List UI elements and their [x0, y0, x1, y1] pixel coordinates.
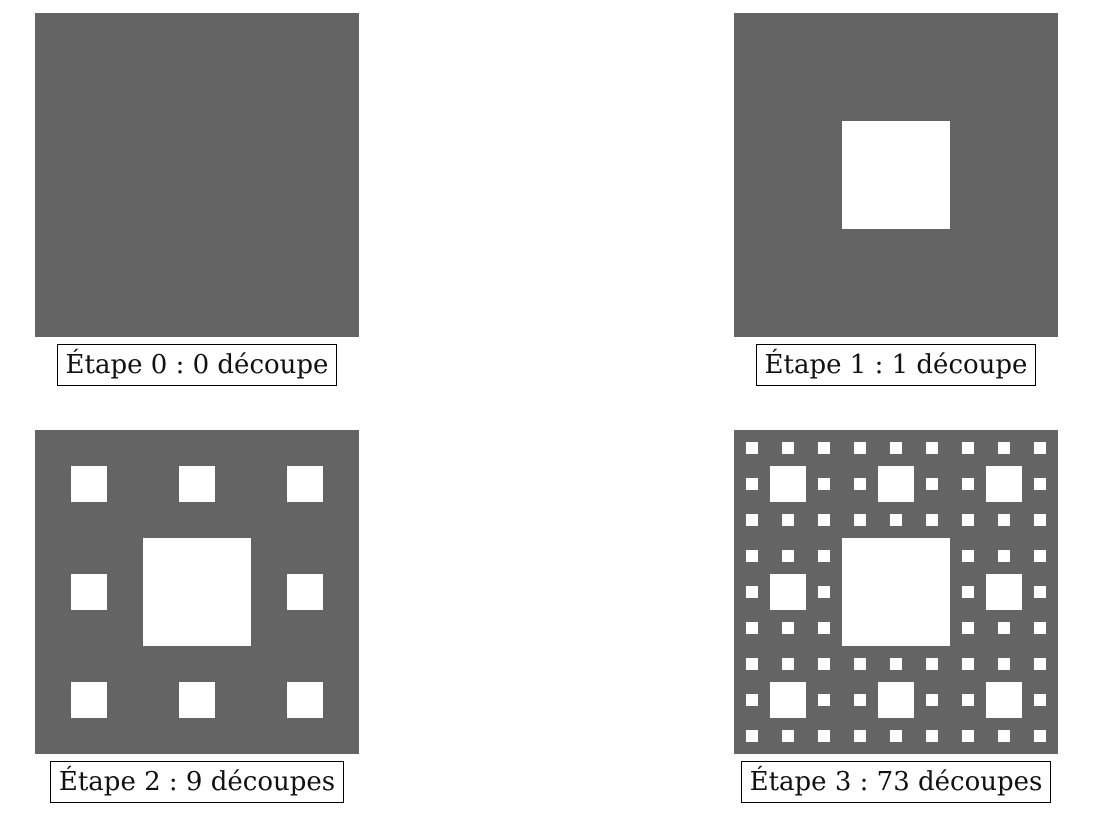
cut-square	[998, 550, 1010, 562]
cut-square	[962, 658, 974, 670]
cut-square	[746, 442, 758, 454]
cut-square	[854, 514, 866, 526]
cut-square	[782, 730, 794, 742]
stage-2-panel: Étape 2 : 9 découpes	[35, 430, 359, 803]
cut-square	[998, 658, 1010, 670]
cut-square	[71, 466, 107, 502]
cut-square	[782, 550, 794, 562]
cut-square	[890, 730, 902, 742]
cut-square	[782, 658, 794, 670]
cut-square	[890, 514, 902, 526]
cut-square	[818, 658, 830, 670]
cut-square	[890, 442, 902, 454]
cut-square	[962, 730, 974, 742]
cut-square	[818, 478, 830, 490]
cut-square	[1034, 514, 1046, 526]
cut-square	[287, 466, 323, 502]
cut-square	[986, 682, 1022, 718]
cut-square	[878, 466, 914, 502]
stage-1-caption: Étape 1 : 1 découpe	[755, 344, 1037, 386]
cut-square	[998, 730, 1010, 742]
cut-square	[842, 121, 950, 229]
cut-square	[854, 730, 866, 742]
cut-square	[998, 514, 1010, 526]
cut-square	[746, 694, 758, 706]
cut-square	[1034, 658, 1046, 670]
cut-square	[854, 442, 866, 454]
cut-square	[926, 514, 938, 526]
sierpinski-carpet-stage-1	[734, 13, 1058, 337]
cut-square	[818, 694, 830, 706]
cut-square	[71, 574, 107, 610]
cut-square	[179, 682, 215, 718]
cut-square	[998, 442, 1010, 454]
cut-square	[782, 622, 794, 634]
cut-square	[854, 658, 866, 670]
cut-square	[287, 574, 323, 610]
cut-square	[842, 538, 950, 646]
stage-1-panel: Étape 1 : 1 découpe	[734, 13, 1058, 386]
cut-square	[818, 586, 830, 598]
cut-square	[962, 694, 974, 706]
cut-square	[1034, 478, 1046, 490]
cut-square	[179, 466, 215, 502]
cut-square	[854, 478, 866, 490]
cut-square	[890, 658, 902, 670]
cut-square	[878, 682, 914, 718]
cut-square	[926, 478, 938, 490]
cut-square	[770, 682, 806, 718]
stage-3-caption: Étape 3 : 73 découpes	[740, 761, 1052, 803]
cut-square	[962, 550, 974, 562]
cut-square	[926, 730, 938, 742]
cut-square	[818, 550, 830, 562]
stage-2-caption: Étape 2 : 9 découpes	[49, 761, 345, 803]
cut-square	[782, 442, 794, 454]
cut-square	[998, 622, 1010, 634]
cut-square	[962, 478, 974, 490]
cut-square	[854, 694, 866, 706]
cut-square	[818, 730, 830, 742]
cut-square	[746, 586, 758, 598]
cut-square	[746, 550, 758, 562]
cut-square	[770, 466, 806, 502]
cut-square	[746, 730, 758, 742]
sierpinski-carpet-stage-3	[734, 430, 1058, 754]
stage-0-caption: Étape 0 : 0 découpe	[56, 344, 338, 386]
cut-square	[926, 694, 938, 706]
cut-square	[962, 622, 974, 634]
cut-square	[746, 514, 758, 526]
cut-square	[746, 658, 758, 670]
cut-square	[746, 478, 758, 490]
cut-square	[1034, 730, 1046, 742]
cut-square	[1034, 442, 1046, 454]
cut-square	[746, 622, 758, 634]
cut-square	[986, 574, 1022, 610]
cut-square	[71, 682, 107, 718]
sierpinski-carpet-stage-0	[35, 13, 359, 337]
cut-square	[926, 658, 938, 670]
cut-square	[818, 622, 830, 634]
cut-square	[962, 586, 974, 598]
stage-0-panel: Étape 0 : 0 découpe	[35, 13, 359, 386]
cut-square	[926, 442, 938, 454]
sierpinski-carpet-stage-2	[35, 430, 359, 754]
cut-square	[143, 538, 251, 646]
cut-square	[986, 466, 1022, 502]
cut-square	[1034, 622, 1046, 634]
cut-square	[770, 574, 806, 610]
cut-square	[1034, 586, 1046, 598]
cut-square	[1034, 550, 1046, 562]
cut-square	[962, 442, 974, 454]
cut-square	[962, 514, 974, 526]
cut-square	[818, 442, 830, 454]
carpet-base-square	[35, 13, 359, 337]
cut-square	[287, 682, 323, 718]
cut-square	[818, 514, 830, 526]
cut-square	[782, 514, 794, 526]
cut-square	[1034, 694, 1046, 706]
stage-3-panel: Étape 3 : 73 découpes	[734, 430, 1058, 803]
